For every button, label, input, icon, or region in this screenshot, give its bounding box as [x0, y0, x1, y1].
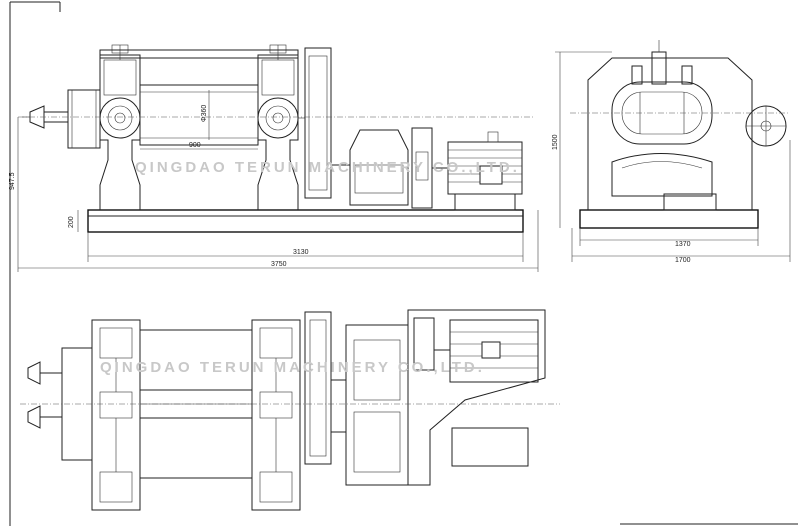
sheet-border: [9, 1, 798, 526]
dim-side-overall-width: 1700: [675, 257, 691, 264]
front-view: [18, 44, 535, 233]
side-view: [570, 40, 790, 229]
dim-total-height: 947.5: [9, 172, 16, 190]
watermark-front: QINGDAO TERUN MACHINERY CO.,LTD.: [135, 159, 520, 176]
dim-side-base-width: 1370: [675, 241, 691, 248]
dim-side-height: 1500: [552, 134, 559, 150]
watermark-plan: QINGDAO TERUN MACHINERY CO.,LTD.: [100, 359, 485, 376]
dim-roll-diameter: Φ360: [201, 105, 208, 122]
side-dimensions: 1500 1370 1700: [552, 51, 791, 264]
front-dimensions: 900 Φ360 200 947.5 3130 3750: [9, 90, 539, 272]
plan-view: [20, 309, 560, 511]
dim-roll-length: 900: [189, 142, 201, 149]
dim-base-height: 200: [68, 216, 75, 228]
dim-base-length: 3130: [293, 249, 309, 256]
dim-overall-length: 3750: [271, 261, 287, 268]
